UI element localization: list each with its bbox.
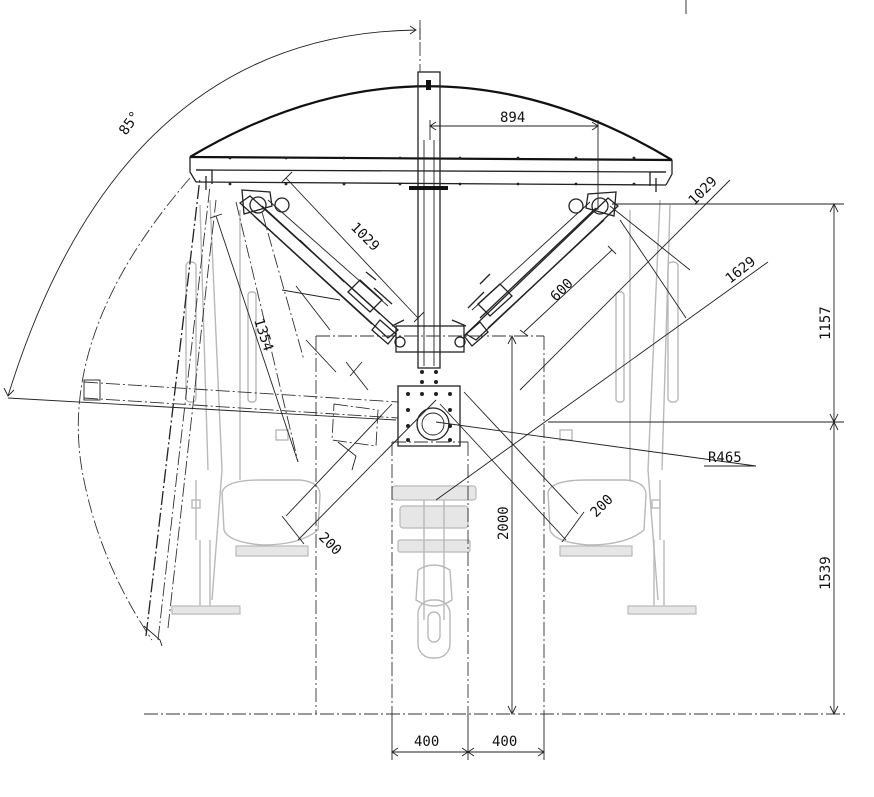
dim-1629: 1629	[723, 254, 759, 287]
dim-1157: 1157	[818, 306, 834, 340]
clearance-zone	[144, 20, 848, 715]
dim-r465: R465	[708, 450, 742, 466]
dimension-labels: 85° 894 1029 1354 1029 600 1629 1157 R46…	[116, 108, 834, 750]
dim-1354: 1354	[250, 316, 276, 353]
central-mast	[391, 71, 467, 447]
canopy-roof	[189, 85, 673, 192]
dim-2000: 2000	[496, 506, 512, 540]
dim-angle-85: 85°	[116, 108, 144, 138]
machine-outline-grey	[171, 199, 697, 659]
dimension-lines	[3, 0, 844, 760]
canopy-rivets	[228, 156, 636, 186]
left-hydraulic-arm	[238, 189, 400, 345]
dim-894: 894	[500, 110, 525, 126]
dim-1029-left: 1029	[347, 220, 382, 255]
dim-200-right: 200	[588, 492, 617, 521]
dim-200-left: 200	[315, 530, 344, 559]
dim-400-left: 400	[414, 734, 439, 750]
dim-400-right: 400	[492, 734, 517, 750]
dim-1539: 1539	[818, 556, 834, 590]
dim-600: 600	[548, 276, 577, 305]
right-hydraulic-arm	[463, 191, 619, 347]
swung-canopy-outline	[77, 177, 399, 647]
plate-bolts	[406, 370, 452, 442]
